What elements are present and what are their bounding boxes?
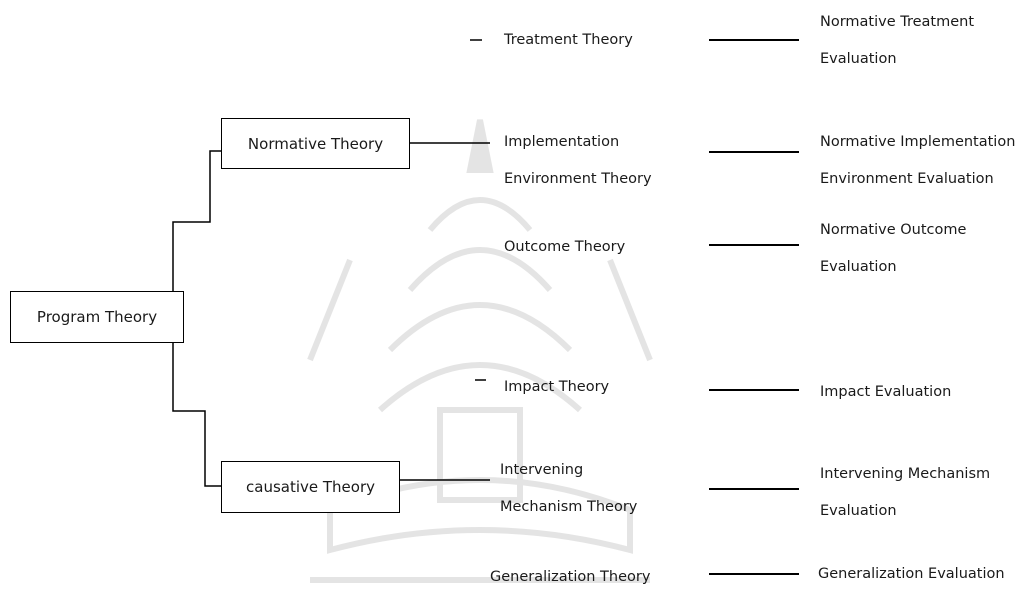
outcome-theory-label: Outcome Theory: [504, 239, 626, 255]
causative-theory-box: causative Theory: [221, 461, 400, 513]
impact-evaluation-label: Impact Evaluation: [820, 384, 952, 400]
treatment-theory-label: Treatment Theory: [504, 32, 633, 48]
normative-outcome-evaluation-label: Normative Outcome Evaluation: [820, 222, 967, 275]
normative-theory-box: Normative Theory: [221, 118, 410, 169]
impact-theory-label: Impact Theory: [504, 379, 610, 395]
root-to-causative-connector: [172, 341, 221, 487]
normative-treatment-evaluation-label: Normative Treatment Evaluation: [820, 14, 975, 67]
generalization-theory-label: Generalization Theory: [490, 569, 651, 585]
intervening-mechanism-theory-label: Intervening Mechanism Theory: [500, 462, 638, 515]
implementation-environment-theory-label: Implementation Environment Theory: [504, 134, 652, 187]
intervening-mechanism-evaluation-label: Intervening Mechanism Evaluation: [820, 466, 991, 519]
university-emblem-watermark: [307, 119, 653, 583]
root-to-normative-connector: [172, 150, 221, 291]
normative-implementation-environment-evaluation-label: Normative Implementation Environment Eva…: [820, 134, 1016, 187]
program-theory-box: Program Theory: [10, 291, 184, 343]
generalization-evaluation-label: Generalization Evaluation: [818, 566, 1005, 582]
